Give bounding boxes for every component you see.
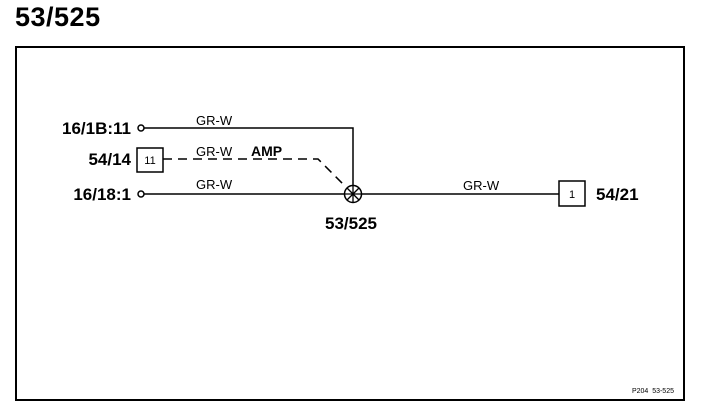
connector-pin-box-mid-left [136, 147, 164, 173]
wire-middle [163, 158, 346, 187]
connector-label-bottom-left: 16/18:1 [73, 185, 131, 204]
wire-label-top: GR-W [196, 113, 233, 128]
wire-label-right: GR-W [463, 178, 500, 193]
diagram-frame [15, 46, 685, 401]
connector-terminal-top-left [137, 124, 145, 132]
connector-pin-box-right [558, 180, 586, 207]
connector-terminal-bottom-left [137, 190, 145, 198]
connector-label-mid-left: 54/14 [88, 150, 131, 169]
splice-label: 53/525 [325, 214, 377, 233]
connector-label-right: 54/21 [596, 185, 639, 204]
page-title: 53/525 [15, 2, 101, 32]
wire-label-bottom: GR-W [196, 177, 233, 192]
wire-top [144, 127, 354, 186]
wire-note-amp: AMP [251, 143, 282, 159]
connector-pin-mid-left: 11 [144, 155, 155, 167]
connector-pin-right: 1 [569, 189, 575, 201]
connector-label-top-left: 16/1B:11 [62, 119, 131, 138]
splice-icon [343, 184, 363, 204]
reference-code: P204 53-525 [632, 388, 674, 395]
wire-label-middle: GR-W [196, 144, 233, 159]
